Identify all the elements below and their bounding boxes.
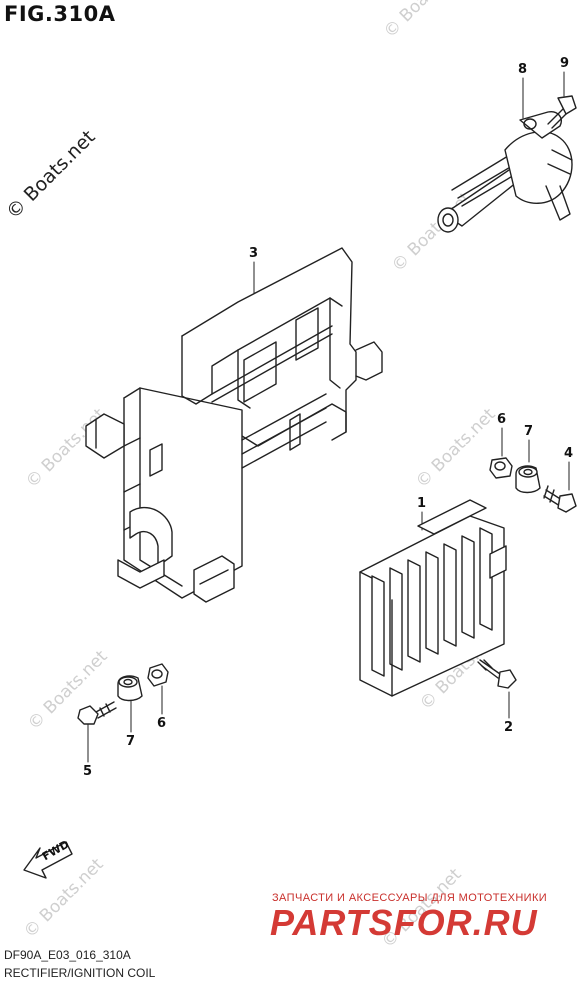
callout-1: 1 [417, 496, 427, 511]
bolt-9 [547, 95, 577, 129]
bolt-2 [477, 659, 517, 689]
shop-logo: PARTSFOR.RU [270, 902, 538, 943]
bolt-5 [77, 701, 117, 725]
callout-8: 8 [518, 62, 528, 77]
fwd-arrow-icon [23, 841, 73, 879]
callout-3: 3 [249, 246, 259, 261]
bolt-4 [543, 485, 577, 513]
callout-4: 4 [564, 446, 574, 461]
grommet-7-left [117, 675, 143, 702]
collar-6-right [489, 457, 513, 479]
rectifier-bracket [85, 247, 383, 603]
callout-2: 2 [504, 720, 514, 735]
figure-title: FIG.310A [4, 2, 116, 26]
callout-6: 6 [497, 412, 507, 427]
callout-6: 6 [157, 716, 167, 731]
figure-code: DF90A_E03_016_310A [4, 948, 131, 962]
grommet-7-right [515, 465, 541, 494]
figure-caption: RECTIFIER/IGNITION COIL [4, 966, 156, 980]
callout-7: 7 [524, 424, 534, 439]
callout-9: 9 [560, 56, 570, 71]
callout-5: 5 [83, 764, 93, 779]
callout-7: 7 [126, 734, 136, 749]
rectifier [359, 499, 507, 697]
collar-6-left [147, 663, 169, 687]
shop-subtitle: ЗАПЧАСТИ И АКСЕССУАРЫ ДЛЯ МОТОТЕХНИКИ [272, 892, 548, 904]
ignition-coil [437, 111, 573, 233]
